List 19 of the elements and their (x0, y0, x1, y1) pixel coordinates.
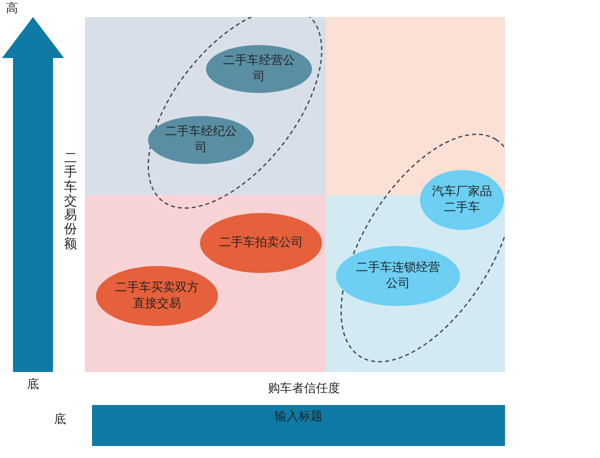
axis-end-label: 高 (6, 2, 18, 16)
axis-end-label: 底 (54, 413, 66, 426)
node-label: 二手车经纪公司 (164, 124, 238, 156)
axis-label: 二手车交易份额 (64, 152, 77, 252)
axis-label: 购车者信任度 (268, 382, 340, 396)
node-label: 二手车经营公司 (222, 53, 296, 85)
axis-end-label: 底 (27, 378, 39, 392)
ellipse-node (336, 246, 460, 306)
title-bar (92, 405, 505, 446)
node-label: 二手车连锁经营公司 (355, 260, 441, 292)
node-label: 汽车厂家品二手车 (431, 184, 493, 216)
node-label: 二手车买卖双方直接交易 (114, 280, 200, 312)
ellipse-node (96, 266, 218, 326)
ellipse-node (420, 170, 504, 230)
ellipse-node (206, 45, 312, 93)
ellipse-node (200, 213, 322, 273)
ellipse-node (148, 116, 254, 164)
node-label: 二手车拍卖公司 (218, 235, 304, 251)
node-label: 输入标题 (274, 409, 322, 425)
